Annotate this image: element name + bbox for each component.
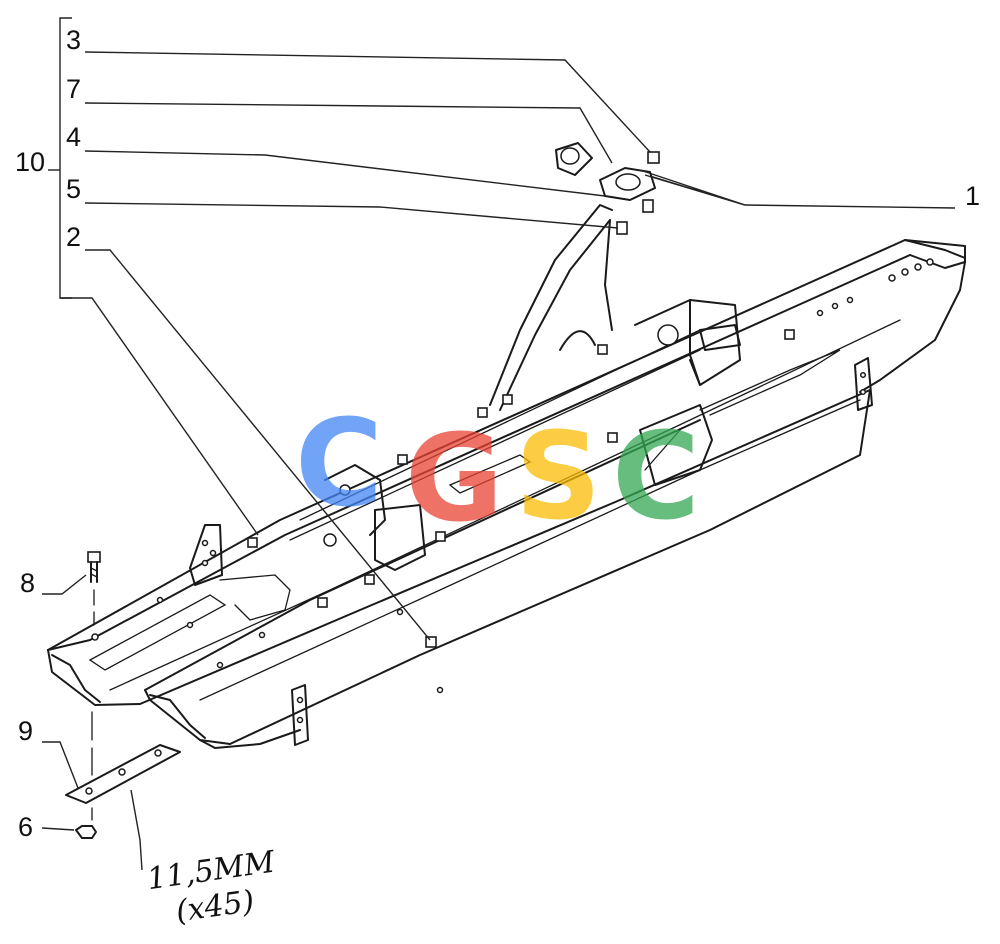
callout-7: 7 [66,74,81,104]
cgsc-watermark: C G S C [295,395,700,549]
leader-lines [41,17,956,871]
callout-6: 6 [18,812,33,842]
callout-10: 10 [15,147,45,177]
watermark-letter-s: S [515,408,601,547]
frame-assembly [47,204,966,749]
callout-5: 5 [66,174,81,204]
callout-labels: 3 7 4 10 5 2 1 8 9 6 [15,25,980,842]
callout-2: 2 [66,222,81,252]
nut-part-6 [75,807,97,839]
callout-8: 8 [20,568,35,598]
callout-9: 9 [18,716,33,746]
handwritten-note: 11,5MM (x45) [145,844,278,929]
plate-part-9 [65,711,181,804]
callout-1: 1 [965,181,980,211]
callout-4: 4 [66,122,81,152]
watermark-letter-g: G [405,410,504,549]
bolt-part-8 [87,551,101,626]
watermark-letter-c2: C [612,408,700,547]
callout-3: 3 [66,25,81,55]
watermark-letter-c1: C [295,395,383,534]
clamp-assembly [425,142,660,648]
